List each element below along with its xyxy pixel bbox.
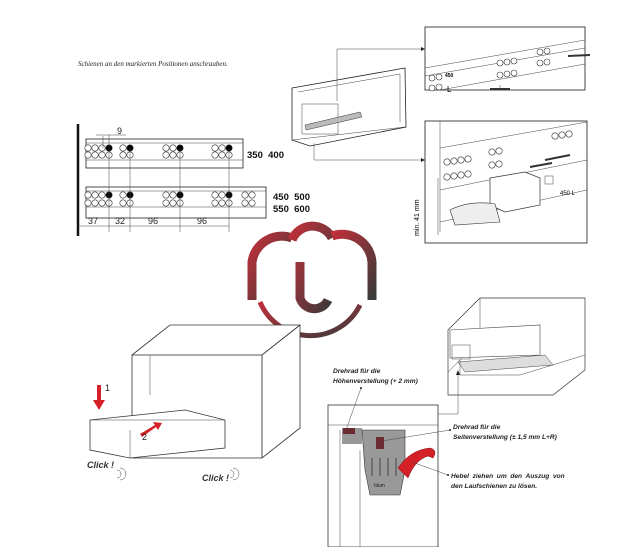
rail-hole	[218, 144, 226, 152]
rail-hole	[169, 191, 177, 199]
rail-hole	[91, 199, 99, 207]
rail-hole	[248, 199, 256, 207]
rail-hole	[464, 170, 472, 178]
spacing-label: 96	[148, 216, 158, 226]
spacing-label: 32	[115, 216, 125, 226]
rail-hole	[241, 191, 249, 199]
rail-hole	[443, 158, 451, 166]
rail-side: L	[447, 85, 452, 94]
rail-hole	[457, 156, 465, 164]
rail-marking: 450 L	[560, 191, 576, 197]
rail-hole	[119, 199, 127, 207]
rail-hole	[211, 144, 219, 152]
rail-hole	[503, 70, 511, 78]
clip-detail: blum	[327, 404, 439, 547]
rail-hole	[565, 130, 573, 138]
step-1-label: 1	[105, 383, 110, 393]
rail-hole	[98, 144, 106, 152]
brand-mark: blum	[374, 483, 385, 489]
rail-marking: 450	[445, 73, 454, 79]
rail-hole	[450, 157, 458, 165]
rail-detail-bottom: 450 L min. 41 mm	[414, 120, 588, 244]
rail-hole	[119, 151, 127, 159]
rail-hole	[84, 151, 92, 159]
rail-hole	[211, 151, 219, 159]
rail-hole	[98, 191, 106, 199]
step-2-label: 2	[142, 432, 147, 442]
rail-hole-diagram: 9 350 400 450 500 550 600 37 32 96 96	[76, 124, 310, 236]
rail-hole	[169, 144, 177, 152]
rail-detail-top: 450 L	[424, 26, 591, 94]
rail-hole	[211, 199, 219, 207]
click-label-left: Click !	[87, 460, 114, 470]
rail-hole	[169, 199, 177, 207]
rail-hole	[98, 151, 106, 159]
rail-hole	[162, 199, 170, 207]
rail-hole	[536, 48, 544, 56]
drawer-install-illustration: 1 2 Click ! Click !	[87, 324, 301, 483]
rail-hole	[435, 73, 443, 81]
rail-hole	[510, 57, 518, 65]
rail-hole	[457, 171, 465, 179]
short-rail-sizes: 350 400	[247, 150, 284, 161]
rail-hole	[450, 172, 458, 180]
rail-hole	[495, 147, 503, 155]
side-adjust-callout: Drehrad für die	[453, 424, 501, 431]
rail-hole	[91, 191, 99, 199]
side-adjust-callout: Seitenverstellung (± 1,5 mm L+R)	[453, 434, 557, 441]
height-adjust-callout: Drehrad für die	[333, 368, 381, 375]
rail-hole	[496, 71, 504, 79]
rail-hole	[218, 151, 226, 159]
long-rail-sizes-1: 450 500	[273, 192, 310, 203]
rail-hole	[211, 191, 219, 199]
offset-label: 9	[117, 126, 122, 136]
click-label-right: Click !	[202, 473, 229, 483]
rail-hole	[98, 199, 106, 207]
rail-hole	[218, 191, 226, 199]
cabinet-rail-overview	[291, 47, 425, 162]
rail-hole	[84, 199, 92, 207]
rail-hole	[510, 69, 518, 77]
min-height-label: min. 41 mm	[414, 199, 421, 236]
rail-hole	[443, 173, 451, 181]
rail-hole	[218, 199, 226, 207]
rail-hole	[241, 199, 249, 207]
callouts: Drehrad für die Höhenverstellung (+ 2 mm…	[333, 368, 565, 490]
height-adjust-callout: Höhenverstellung (+ 2 mm)	[333, 378, 418, 385]
rail-hole	[169, 151, 177, 159]
rail-hole	[91, 144, 99, 152]
rail-hole	[162, 151, 170, 159]
rail-hole	[162, 191, 170, 199]
rail-hole	[119, 144, 127, 152]
drawer-clip-overview	[437, 297, 586, 415]
rail-hole	[543, 47, 551, 55]
long-rail-sizes-2: 550 600	[273, 204, 310, 215]
asa-watermark-logo	[245, 221, 378, 339]
rail-hole	[119, 191, 127, 199]
rail-hole	[428, 84, 436, 92]
spacing-label: 37	[88, 216, 98, 226]
rail-hole	[496, 59, 504, 67]
rail-hole	[551, 132, 559, 140]
rail-hole	[503, 58, 511, 66]
rail-hole	[91, 151, 99, 159]
rail-hole	[84, 191, 92, 199]
rail-hole	[248, 191, 256, 199]
rail-hole	[558, 131, 566, 139]
spacing-label: 96	[197, 216, 207, 226]
rail-hole	[464, 155, 472, 163]
rail-hole	[488, 161, 496, 169]
rail-hole	[536, 59, 544, 67]
instruction-text: Schienen an den markierten Positionen an…	[78, 60, 228, 68]
rail-hole	[428, 74, 436, 82]
rail-hole	[435, 83, 443, 91]
rail-hole	[84, 144, 92, 152]
lever-callout: Hebel ziehen um den Auszug von	[451, 473, 565, 480]
lever-callout: den Laufschienen zu lösen.	[451, 483, 537, 490]
rail-hole	[488, 148, 496, 156]
rail-hole	[162, 144, 170, 152]
rail-hole	[495, 160, 503, 168]
rail-hole	[543, 58, 551, 66]
